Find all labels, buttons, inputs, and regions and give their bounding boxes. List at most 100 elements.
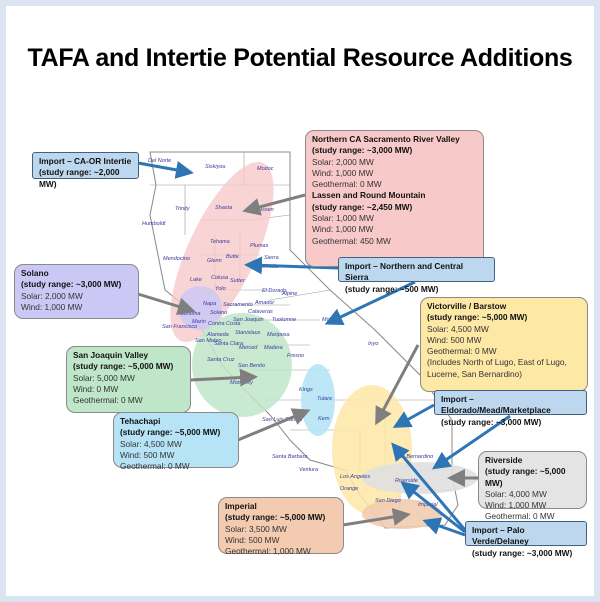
solar-value: Solar: 2,000 MW	[21, 290, 83, 301]
box-imperial: Imperial (study range: ~5,000 MW) Solar:…	[218, 497, 344, 557]
box-title: Import – CA-OR Intertie	[39, 156, 132, 166]
arrow-paloverde-3	[422, 517, 466, 537]
arrow-solano	[137, 292, 196, 316]
geothermal-value: Geothermal: 0 MW	[485, 511, 555, 522]
box-title: Import – Eldorado/Mead/Marketplace	[441, 394, 551, 416]
county-label: Santa Cruz	[207, 357, 235, 363]
county-label: Fresno	[287, 353, 304, 359]
county-label: Inyo	[368, 341, 378, 347]
county-label: El Dorado	[262, 288, 286, 294]
box-title: Riverside	[485, 455, 523, 465]
box-range: (study range: ~5,000 MW)	[485, 466, 566, 488]
county-label: Solano	[210, 310, 227, 316]
county-label: Lake	[190, 277, 202, 283]
county-label: Alpine	[281, 291, 297, 297]
county-label: Stanislaus	[235, 330, 261, 336]
arrow-paloverde-2	[400, 481, 466, 534]
arrow-eldorado-2	[432, 414, 511, 470]
arrow-eldorado-1	[392, 403, 435, 428]
region-victorville-ellipse	[332, 385, 412, 515]
region-solano-ellipse	[178, 286, 222, 330]
solar-value-2: Solar: 1,000 MW	[312, 213, 374, 224]
county-label: Plumas	[250, 243, 269, 249]
box-title: Victorville / Barstow	[427, 301, 507, 311]
county-label: Kings	[299, 387, 313, 393]
wind-value-2: Wind: 1,000 MW	[312, 224, 374, 235]
box-range: (study range: ~3,000 MW)	[21, 279, 122, 290]
arrow-victorville	[375, 344, 420, 426]
box-import-sierra: Import – Northern and Central Sierra (st…	[338, 257, 495, 294]
box-title: Tehachapi	[120, 416, 161, 426]
solar-value: Solar: 5,000 MW	[73, 372, 135, 383]
arrow-lassen	[242, 193, 306, 216]
geothermal-value: Geothermal: 0 MW	[427, 346, 497, 357]
county-label: Glenn	[207, 258, 222, 264]
wind-value: Wind: 500 MW	[427, 334, 482, 345]
county-label: Contra Costa	[208, 321, 240, 327]
arrow-imperial	[342, 508, 411, 527]
box-title: Import – Palo Verde/Delaney	[472, 525, 529, 547]
wind-value: Wind: 1,000 MW	[485, 500, 547, 511]
county-label: Siskiyou	[205, 164, 225, 170]
county-label: Riverside	[395, 478, 418, 484]
box-range-2: (study range: ~2,450 MW)	[312, 201, 413, 212]
geothermal-value: Geothermal: 1,000 MW	[225, 546, 311, 557]
arrow-paloverde-1	[391, 442, 467, 531]
county-label: Sonoma	[180, 311, 201, 317]
county-label: Sutter	[230, 278, 246, 284]
county-label: Madera	[264, 345, 283, 351]
county-label: Humboldt	[142, 221, 166, 227]
box-title: Imperial	[225, 501, 257, 511]
county-label: Lassen	[256, 207, 274, 213]
geothermal-value: Geothermal: 0 MW	[312, 179, 382, 190]
county-label: Alameda	[206, 332, 229, 338]
box-range: (study range: ~2,000 MW)	[39, 167, 120, 189]
county-label: Merced	[239, 345, 258, 351]
box-san-joaquin: San Joaquin Valley (study range: ~5,000 …	[66, 346, 191, 413]
county-label: Shasta	[215, 205, 232, 211]
wind-value: Wind: 1,000 MW	[312, 167, 374, 178]
box-range: (study range: ~5,000 MW)	[427, 312, 528, 323]
box-import-palo-verde: Import – Palo Verde/Delaney (study range…	[465, 521, 587, 558]
box-northern-ca: Northern CA Sacramento River Valley (stu…	[305, 130, 484, 267]
county-label: Del Norte	[148, 158, 171, 164]
geothermal-value-2: Geothermal: 450 MW	[312, 235, 391, 246]
county-label: Kern	[318, 416, 330, 422]
county-label: Butte	[226, 254, 239, 260]
county-label: San Bernardino	[395, 454, 433, 460]
county-label: Monterey	[230, 380, 254, 386]
box-ca-or-intertie: Import – CA-OR Intertie (study range: ~2…	[32, 152, 139, 189]
solar-value: Solar: 4,000 MW	[485, 488, 547, 499]
county-label: Orange	[340, 486, 358, 492]
county-label: San Diego	[375, 498, 401, 504]
box-range: (study range: ~5,000 MW)	[225, 512, 326, 523]
arrow-ca-or	[137, 161, 194, 179]
geothermal-value: Geothermal: 0 MW	[73, 395, 143, 406]
wind-value: Wind: 0 MW	[73, 383, 119, 394]
county-label: Modoc	[257, 166, 274, 172]
wind-value: Wind: 500 MW	[225, 534, 280, 545]
box-title: Northern CA Sacramento River Valley	[312, 134, 460, 144]
county-label: Tehama	[210, 239, 230, 245]
county-label: Colusa	[211, 275, 228, 281]
box-riverside: Riverside (study range: ~5,000 MW) Solar…	[478, 451, 587, 521]
arrow-tehachapi	[237, 408, 311, 442]
box-range: (study range: ~3,000 MW)	[472, 547, 573, 558]
solar-value: Solar: 4,500 MW	[427, 323, 489, 334]
solar-value: Solar: 4,500 MW	[120, 438, 182, 449]
box-range: (study range: ~5,000 MW)	[120, 427, 221, 438]
county-label: Napa	[203, 301, 216, 307]
county-label: Tulare	[317, 396, 332, 402]
county-label: Ventura	[299, 467, 318, 473]
county-label: Trinity	[175, 206, 191, 212]
box-title-2: Lassen and Round Mountain	[312, 190, 426, 201]
county-label: San Mateo	[195, 338, 222, 344]
region-sanjoaquin-ellipse	[192, 313, 292, 417]
box-solano: Solano (study range: ~3,000 MW) Solar: 2…	[14, 264, 139, 319]
solar-value: Solar: 2,000 MW	[312, 156, 374, 167]
box-title: San Joaquin Valley	[73, 350, 149, 360]
box-victorville: Victorville / Barstow (study range: ~5,0…	[420, 297, 588, 392]
county-label: Mendocino	[163, 256, 190, 262]
county-label: Los Angeles	[340, 474, 370, 480]
